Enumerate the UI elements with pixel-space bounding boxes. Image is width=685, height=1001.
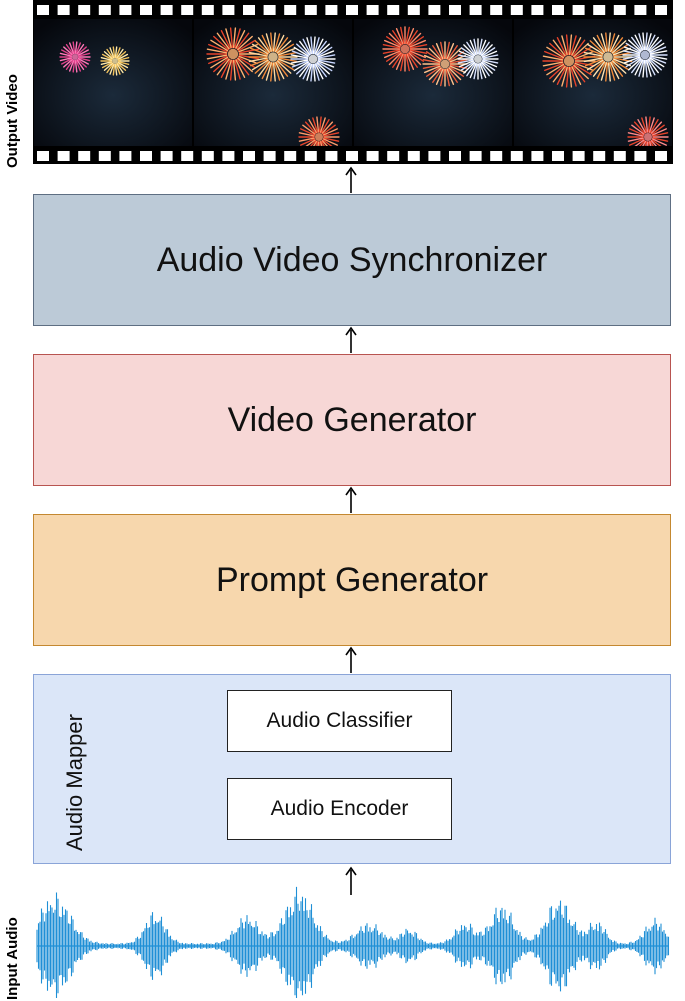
perforation-hole [325, 5, 338, 15]
perforation-hole [243, 151, 255, 161]
perforation-hole [613, 151, 626, 161]
firework-burst [290, 36, 336, 82]
arrow-to-video-generator [345, 486, 357, 513]
perforation-hole [428, 5, 441, 15]
perforation-hole [222, 5, 235, 15]
perforation-hole [37, 151, 49, 161]
perforation-hole [634, 5, 647, 15]
perforation-hole [387, 151, 400, 161]
arrow-to-synchronizer [345, 326, 357, 353]
perforation-hole [655, 5, 667, 15]
filmstrip-bottom-perforations [37, 151, 667, 161]
perforation-hole [552, 151, 564, 161]
perforation-hole [407, 5, 420, 15]
waveform-trace [36, 886, 670, 998]
firework-burst [59, 41, 91, 73]
perforation-hole [201, 151, 214, 161]
perforation-hole [263, 5, 276, 15]
perforation-hole [160, 151, 173, 161]
perforation-hole [98, 5, 111, 15]
video-generator-block: Video Generator [33, 354, 671, 486]
perforation-hole [366, 151, 379, 161]
perforation-hole [634, 151, 647, 161]
firework-burst [206, 27, 260, 81]
prompt-generator-block: Prompt Generator [33, 514, 671, 646]
firework-burst [622, 32, 668, 78]
perforation-hole [510, 5, 523, 15]
perforation-hole [572, 5, 585, 15]
perforation-hole [284, 151, 297, 161]
firework-burst [298, 116, 340, 146]
input-audio-waveform [36, 886, 670, 998]
perforation-hole [140, 5, 152, 15]
audio-classifier-box: Audio Classifier [227, 690, 452, 752]
audio-mapper-title: Audio Mapper [62, 714, 87, 851]
perforation-hole [119, 5, 132, 15]
perforation-hole [263, 151, 276, 161]
perforation-hole [593, 151, 606, 161]
firework-burst [542, 34, 596, 88]
arrow-to-output [345, 166, 357, 193]
perforation-hole [98, 151, 111, 161]
input-audio-label: Input Audio [4, 917, 21, 1000]
perforation-hole [510, 151, 523, 161]
perforation-hole [613, 5, 626, 15]
perforation-hole [428, 151, 441, 161]
arrow-to-prompt-generator [345, 646, 357, 673]
perforation-hole [57, 151, 70, 161]
perforation-hole [304, 5, 317, 15]
video-frame [514, 19, 672, 146]
output-video-label: Output Video [4, 74, 21, 168]
firework-burst [457, 38, 499, 80]
perforation-hole [593, 5, 606, 15]
perforation-hole [407, 151, 420, 161]
perforation-hole [387, 5, 400, 15]
perforation-hole [490, 151, 503, 161]
arrow-to-audio-mapper [345, 866, 357, 895]
perforation-hole [490, 5, 503, 15]
perforation-hole [346, 5, 358, 15]
perforation-hole [243, 5, 255, 15]
perforation-hole [655, 151, 667, 161]
perforation-hole [572, 151, 585, 161]
output-video-filmstrip [33, 0, 673, 164]
perforation-hole [222, 151, 235, 161]
perforation-hole [140, 151, 152, 161]
perforation-hole [201, 5, 214, 15]
perforation-hole [449, 5, 461, 15]
perforation-hole [119, 151, 132, 161]
perforation-hole [284, 5, 297, 15]
perforation-hole [366, 5, 379, 15]
perforation-hole [552, 5, 564, 15]
perforation-hole [346, 151, 358, 161]
video-frame [34, 19, 192, 146]
perforation-hole [304, 151, 317, 161]
perforation-hole [37, 5, 49, 15]
perforation-hole [160, 5, 173, 15]
perforation-hole [78, 151, 91, 161]
perforation-hole [325, 151, 338, 161]
audio-encoder-box: Audio Encoder [227, 778, 452, 840]
perforation-hole [181, 5, 194, 15]
perforation-hole [181, 151, 194, 161]
perforation-hole [531, 151, 544, 161]
firework-burst [248, 32, 298, 82]
perforation-hole [469, 151, 482, 161]
firework-burst [100, 46, 130, 76]
filmstrip-top-perforations [37, 5, 667, 15]
perforation-hole [531, 5, 544, 15]
firework-burst [382, 26, 428, 72]
perforation-hole [78, 5, 91, 15]
perforation-hole [449, 151, 461, 161]
firework-burst [422, 41, 468, 87]
fireworks-frames [34, 19, 672, 146]
perforation-hole [57, 5, 70, 15]
audio-video-synchronizer-block: Audio Video Synchronizer [33, 194, 671, 326]
firework-burst [627, 116, 669, 146]
perforation-hole [469, 5, 482, 15]
